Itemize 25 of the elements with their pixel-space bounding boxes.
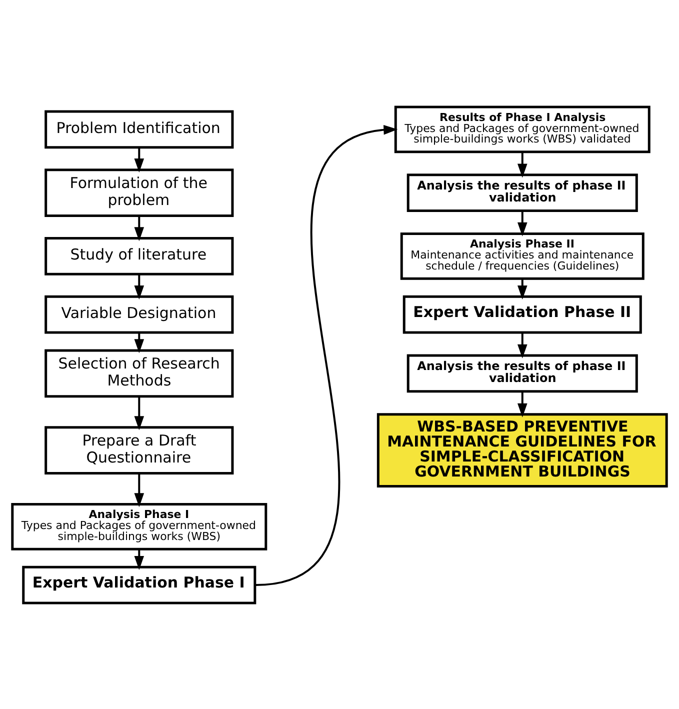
node-box: Problem Identification (44, 110, 234, 148)
node-box: WBS-BASED PREVENTIVE MAINTENANCE GUIDELINES FOR SIMPLE-CLASSIFICATION GOVERNMENT BUILDINGS (376, 412, 668, 487)
node-box: Study of literature (44, 236, 234, 275)
node-box: Analysis the results of phase II validation (406, 173, 638, 212)
arrow (517, 390, 528, 417)
node-box: Prepare a Draft Questionnaire (44, 426, 234, 474)
arrow (134, 147, 144, 172)
arrow (134, 215, 144, 241)
arrow (134, 274, 144, 299)
arrow (134, 473, 144, 507)
node-box: Formulation of the problem (44, 168, 234, 217)
node-box: Expert Validation Phase I (22, 565, 256, 604)
arrow (134, 332, 144, 353)
node-box: Analysis the results of phase II validation (406, 354, 638, 392)
node-box: Analysis Phase I Types and Packages of government-owned simple-buildings works (WBS) (11, 502, 268, 550)
node-box: Results of Phase I Analysis Types and Packages of government-owned simple-buildings works (WBS) validated (394, 105, 650, 153)
node-box: Selection of Research Methods (44, 348, 234, 398)
arrow (517, 210, 528, 236)
node-box: Expert Validation Phase II (402, 294, 642, 334)
node-box: Analysis Phase II Maintenance activities and maintenance schedule / frequencies (Guidelines) (400, 232, 644, 280)
arrow (517, 151, 528, 178)
arrow (134, 396, 144, 430)
arrow (517, 332, 528, 358)
node-box: Variable Designation (44, 294, 234, 334)
arrow (256, 124, 398, 586)
